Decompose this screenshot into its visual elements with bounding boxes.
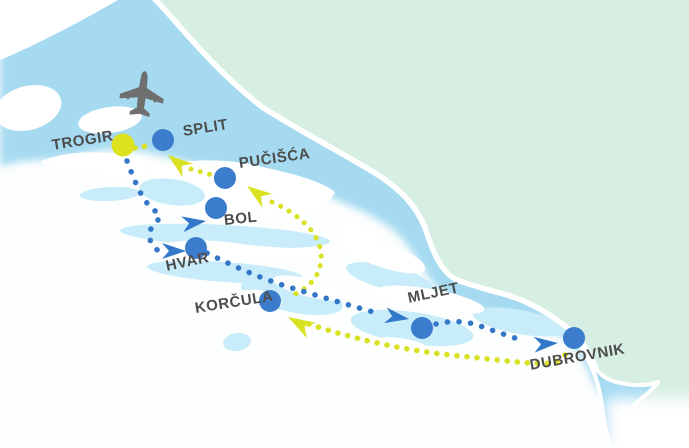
- airplane-icon: [119, 71, 164, 118]
- route-arrow-to-bol: [181, 216, 206, 233]
- route-blue: [120, 147, 558, 353]
- map-fade-bottom-right: [606, 398, 689, 448]
- route-segment: [146, 217, 164, 255]
- island: [78, 106, 142, 134]
- island-trogir: [40, 152, 166, 177]
- city-marker-trogir: [111, 133, 135, 157]
- route-arrow-to-split: [168, 155, 193, 178]
- route-segment: [188, 166, 215, 178]
- city-marker-hvar: [185, 237, 207, 259]
- route-segment: [306, 321, 570, 367]
- route-segment: [433, 318, 524, 343]
- shallow-lagoon: [139, 178, 205, 206]
- route-arrow-to-dubrovnik: [533, 336, 558, 353]
- route-arrow-to-hvar: [162, 243, 186, 259]
- city-marker-split: [152, 129, 174, 151]
- islands: [0, 84, 485, 353]
- island: [337, 222, 379, 254]
- city-marker-dubrovnik: [563, 327, 585, 349]
- route-arrow-to-korcula: [288, 317, 316, 339]
- island: [372, 337, 428, 353]
- city-marker-korcula: [259, 290, 281, 312]
- island: [0, 84, 62, 132]
- route-segment: [120, 147, 167, 219]
- city-marker-pucisca: [214, 167, 236, 189]
- map-fade-corner: [0, 0, 118, 60]
- city-markers: [111, 129, 585, 349]
- route-segment: [204, 250, 380, 316]
- route-yellow: [132, 142, 570, 367]
- route-segment: [269, 199, 324, 300]
- island-peljesac: [273, 275, 347, 301]
- route-segment: [132, 142, 155, 151]
- city-marker-mljet: [411, 317, 433, 339]
- city-marker-bol: [205, 197, 227, 219]
- route-arrow-to-pucisca: [247, 186, 273, 208]
- city-label-bol: BOL: [223, 208, 259, 229]
- route-arrow-to-mljet: [384, 307, 409, 324]
- island-mljet: [375, 285, 485, 315]
